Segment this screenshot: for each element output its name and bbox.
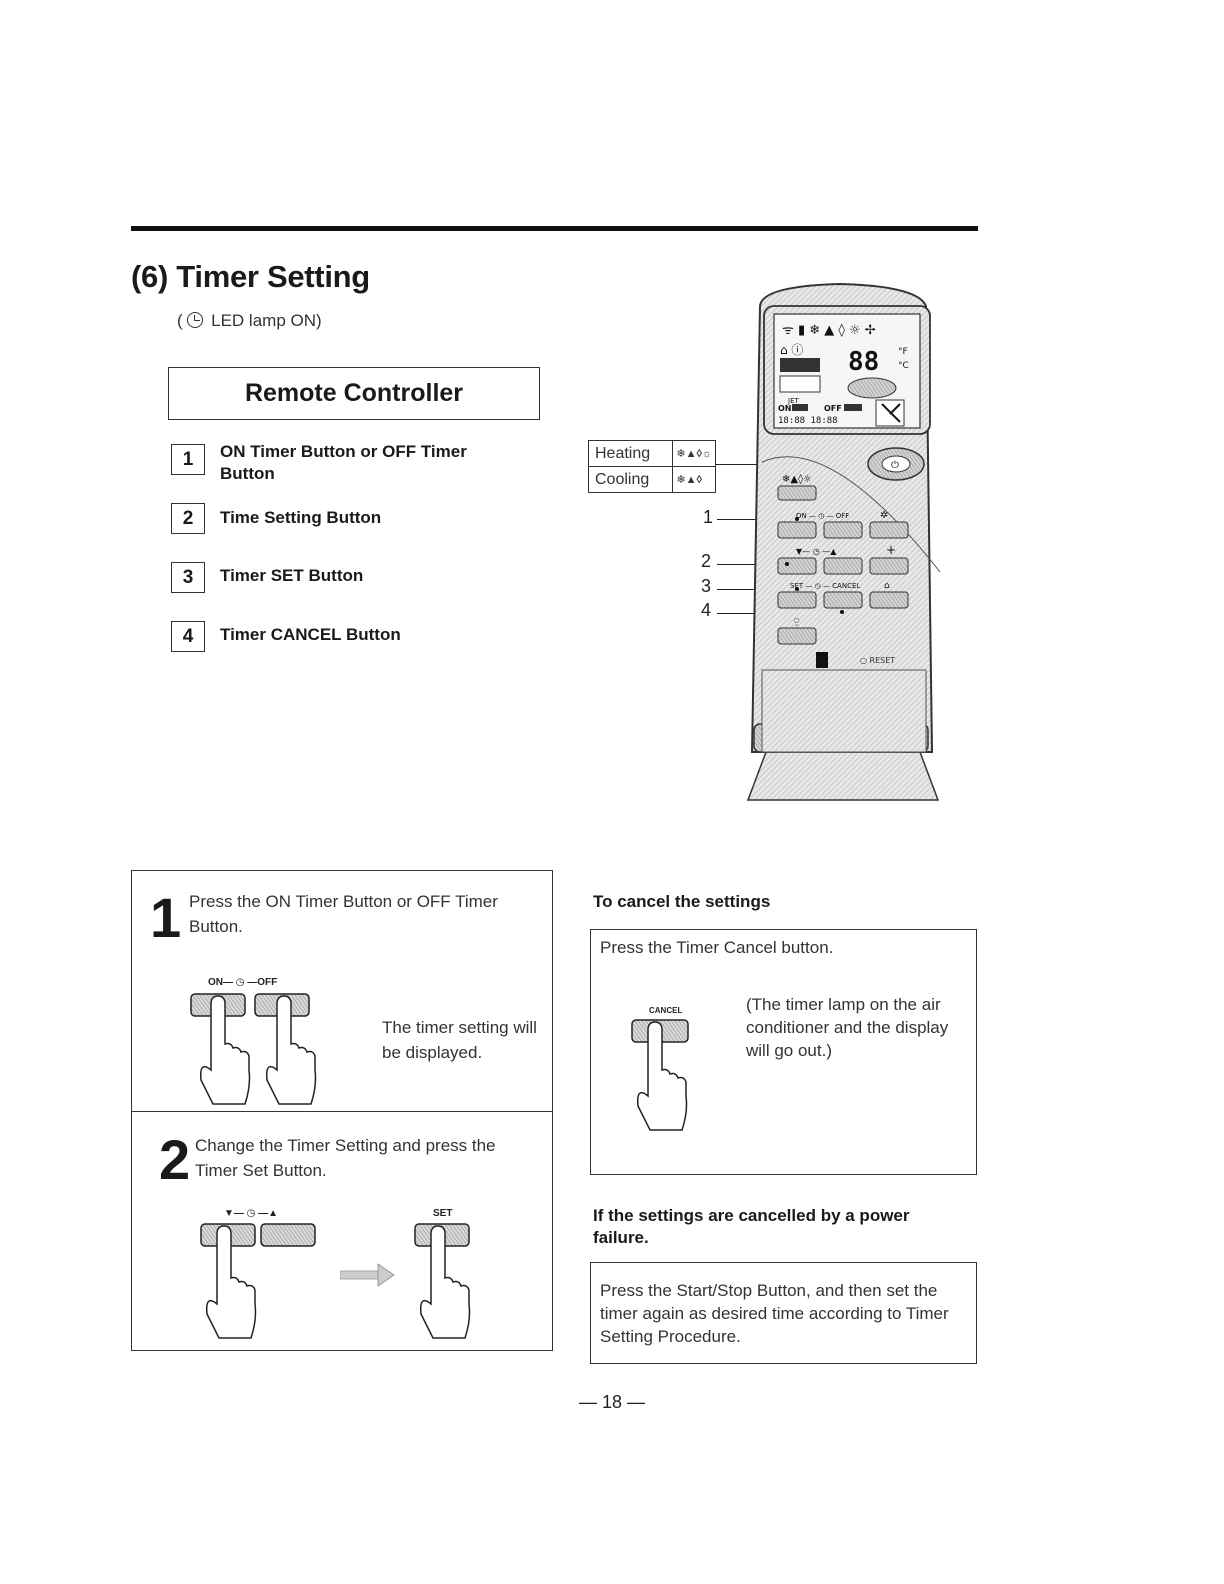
svg-text:⌂ ⓘ: ⌂ ⓘ [780, 343, 803, 357]
legend-number-3: 3 [171, 562, 205, 593]
subtitle-prefix: ( [177, 311, 183, 330]
legend-label-1: ON Timer Button or OFF Timer Button [220, 442, 467, 483]
top-rule [131, 226, 978, 231]
steps-panel [131, 870, 553, 1351]
step-1-result: The timer setting will be displayed. [382, 1018, 537, 1062]
cancel-note: (The timer lamp on the air conditioner a… [746, 995, 949, 1060]
steps-divider [131, 1111, 553, 1112]
cancel-text: Press the Timer Cancel button. [600, 938, 834, 957]
heating-mode-icons: ❄▲◊☼ [672, 440, 716, 467]
svg-text:ᯤ ▮ ❄ ▲ ◊ ☼ ✢: ᯤ ▮ ❄ ▲ ◊ ☼ ✢ [782, 323, 876, 338]
svg-text:⏻: ⏻ [891, 460, 899, 471]
cooling-mode-icons: ❄▲◊ [672, 466, 716, 493]
remote-control-illustration: ᯤ ▮ ❄ ▲ ◊ ☼ ✢ ⌂ ⓘ 88 °F °C JET ON OFF 18… [746, 282, 941, 801]
time-setting-button-label: ▼— ◷ —▲ [224, 1208, 279, 1219]
svg-text:ON: ON [778, 404, 792, 413]
legend-number-4: 4 [171, 621, 205, 652]
set-button-label: SET [433, 1208, 453, 1219]
svg-text:+: + [886, 543, 896, 557]
on-off-buttons-press-illustration [190, 993, 317, 1105]
page-number: — 18 — [578, 1392, 646, 1412]
legend-number-2: 2 [171, 503, 205, 534]
arrow-right-icon [340, 1263, 395, 1287]
remote-controller-heading: Remote Controller [168, 367, 540, 420]
step-2-text: Change the Timer Setting and press the T… [195, 1136, 496, 1180]
legend-label-2: Time Setting Button [220, 508, 382, 527]
cancel-box [590, 929, 977, 1175]
set-button-press-illustration [414, 1223, 471, 1339]
svg-text:❄▲◊☼: ❄▲◊☼ [782, 473, 812, 485]
callout-2: 2 [701, 551, 712, 571]
mode-table: Heating ❄▲◊☼ Cooling ❄▲◊ [587, 440, 716, 493]
heating-label: Heating [587, 440, 674, 467]
heating-row: Heating ❄▲◊☼ [587, 440, 716, 467]
legend-number-1: 1 [171, 444, 205, 475]
cancel-button-press-illustration [631, 1019, 689, 1131]
power-failure-heading: If the settings are cancelled by a power… [593, 1206, 910, 1247]
callout-3: 3 [701, 576, 712, 596]
mode-table-leader-line [716, 464, 786, 465]
step-2-number: 2 [159, 1128, 191, 1191]
svg-text:18:88 18:88: 18:88 18:88 [778, 416, 838, 426]
svg-text:ON — ◷ — OFF: ON — ◷ — OFF [796, 512, 849, 520]
subtitle-text: LED lamp ON) [211, 311, 322, 330]
svg-text:°C: °C [898, 361, 909, 371]
callout-1: 1 [703, 507, 714, 527]
svg-text:▼— ◷ —▲: ▼— ◷ —▲ [796, 547, 837, 556]
cooling-label: Cooling [587, 466, 674, 493]
power-failure-box [590, 1262, 977, 1364]
svg-text:⌂: ⌂ [884, 581, 890, 591]
svg-text:°F: °F [898, 347, 908, 357]
page-title: (6) Timer Setting [131, 259, 370, 294]
display-temperature: 88 [848, 347, 879, 377]
callout-line-2 [717, 564, 787, 565]
timer-clock-icon [187, 312, 204, 328]
svg-text:JET: JET [787, 397, 799, 405]
led-lamp-note: ( LED lamp ON) [177, 311, 322, 331]
svg-text:✲: ✲ [880, 510, 888, 521]
cooling-row: Cooling ❄▲◊ [587, 466, 716, 493]
step-1-number: 1 [150, 886, 182, 949]
cancel-heading: To cancel the settings [593, 892, 771, 911]
legend-label-4: Timer CANCEL Button [220, 625, 401, 644]
power-failure-text: Press the Start/Stop Button, and then se… [600, 1281, 949, 1346]
legend-label-3: Timer SET Button [220, 566, 364, 585]
svg-text:OFF: OFF [824, 404, 842, 413]
svg-text:⍜: ⍜ [794, 617, 800, 627]
svg-text:SET — ◷ — CANCEL: SET — ◷ — CANCEL [790, 582, 860, 590]
cancel-button-label: CANCEL [649, 1006, 683, 1015]
callout-4: 4 [701, 600, 712, 620]
time-setting-buttons-press-illustration [200, 1223, 316, 1339]
step-1-text: Press the ON Timer Button or OFF Timer B… [189, 892, 498, 936]
on-off-button-label: ON— ◷ —OFF [208, 977, 278, 988]
svg-text:○ RESET: ○ RESET [860, 656, 895, 665]
